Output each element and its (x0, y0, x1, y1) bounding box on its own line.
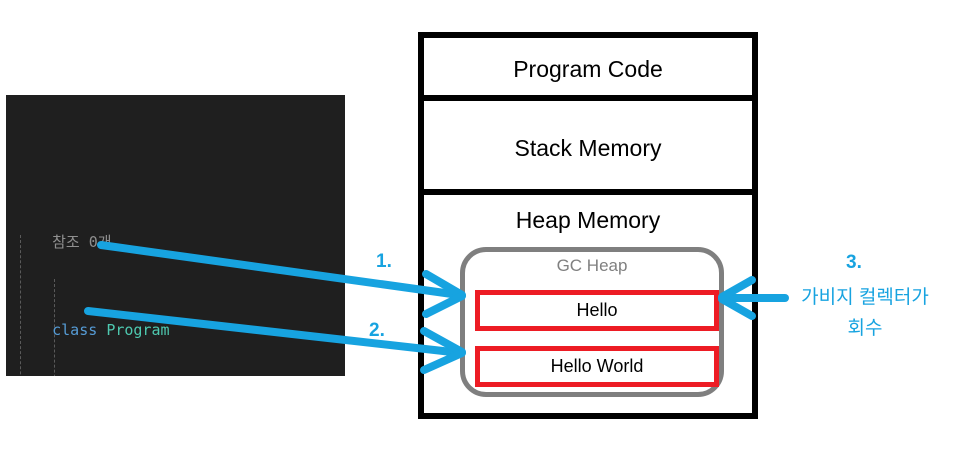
gc-collect-note-line-1: 가비지 컬렉터가 (801, 287, 929, 308)
heap-object-hello-label: Hello (576, 300, 618, 320)
gc-collect-note-line-2: 회수 (847, 318, 883, 339)
gc-heap-label: GC Heap (556, 256, 628, 275)
indent-guide-level-2 (54, 279, 55, 376)
program-code-label: Program Code (513, 56, 663, 82)
gc-collect-note: 가비지 컬렉터가 회수 (782, 282, 948, 344)
code-editor-panel[interactable]: 참조 0개 class Program { 참조 0개 static void … (6, 95, 345, 376)
space (97, 321, 106, 339)
gc-heap-region: GC Heap Hello Hello World (460, 247, 724, 397)
indent-guide-level-1 (20, 235, 21, 376)
step-number-2: 2. (369, 320, 385, 341)
keyword-class: class (52, 321, 98, 339)
step-number-1: 1. (376, 251, 392, 272)
memory-layout-box: Program Code Stack Memory Heap Memory GC… (418, 32, 758, 419)
section-stack-memory: Stack Memory (424, 101, 752, 195)
section-heap-memory: Heap Memory GC Heap Hello Hello World (424, 195, 752, 413)
code-line-reference-hint-1[interactable]: 참조 0개 (6, 209, 345, 251)
heap-object-hello[interactable]: Hello (475, 290, 719, 331)
section-program-code: Program Code (424, 38, 752, 101)
reference-count-label[interactable]: 참조 0개 (52, 233, 112, 251)
stack-memory-label: Stack Memory (514, 135, 662, 161)
heap-object-hello-world[interactable]: Hello World (475, 346, 719, 387)
code-line-class-decl[interactable]: class Program (6, 297, 345, 339)
step-number-3: 3. (846, 252, 862, 273)
type-name-program: Program (106, 321, 170, 339)
heap-object-hello-world-label: Hello World (550, 356, 644, 376)
heap-memory-label: Heap Memory (515, 207, 661, 233)
